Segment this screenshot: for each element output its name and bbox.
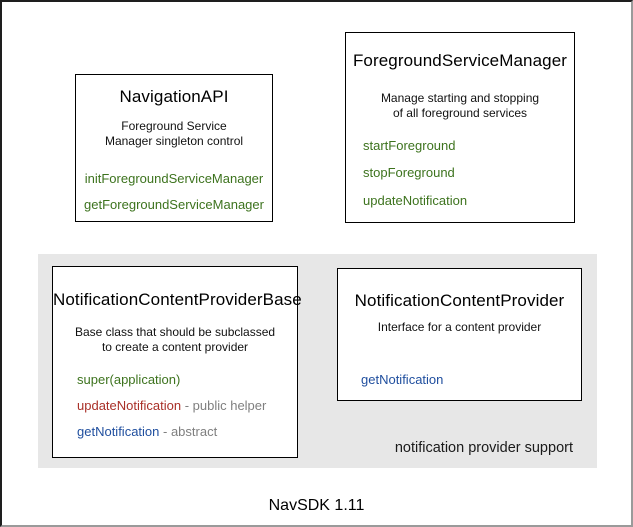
method-annotation: - abstract: [159, 424, 218, 439]
class-box-notification-content-provider-base: NotificationContentProviderBase Base cla…: [52, 266, 302, 458]
class-description-foreground-service-manager: Manage starting and stopping of all fore…: [346, 91, 574, 120]
method-startForeground: startForeground: [363, 138, 456, 153]
method-name: super(application): [77, 372, 181, 387]
group-label: notification provider support: [394, 440, 573, 456]
description-line: to create a content provider: [101, 339, 249, 354]
method-getForegroundServiceManager: getForegroundServiceManager: [84, 197, 264, 212]
method-getNotification: getNotification: [361, 372, 444, 387]
class-box-foreground-service-manager: ForegroundServiceManager Manage starting…: [345, 32, 575, 223]
class-description-notification-content-provider-base: Base class that should be subclassed to …: [53, 325, 297, 354]
method-updateNotification-base: updateNotification - public helper: [77, 398, 266, 413]
method-initForegroundServiceManager: initForegroundServiceManager: [84, 171, 264, 186]
class-description-navigation-api: Foreground Service Manager singleton con…: [76, 119, 272, 148]
method-name: getNotification: [77, 424, 160, 439]
class-description-notification-content-provider: Interface for a content provider: [338, 320, 581, 335]
class-box-navigation-api: NavigationAPI Foreground Service Manager…: [75, 74, 273, 222]
description-line: Base class that should be subclassed: [74, 325, 276, 339]
sdk-version-label: NavSDK 1.11: [268, 497, 365, 514]
class-title-foreground-service-manager: ForegroundServiceManager: [352, 51, 568, 70]
class-box-notification-content-provider: NotificationContentProvider Interface fo…: [337, 268, 582, 401]
class-title-notification-content-provider: NotificationContentProvider: [354, 291, 565, 310]
method-getNotification-base: getNotification - abstract: [77, 424, 217, 439]
class-title-navigation-api: NavigationAPI: [119, 87, 229, 106]
method-stopForeground: stopForeground: [363, 165, 455, 180]
description-line: of all foreground services: [392, 105, 528, 120]
method-name: updateNotification: [77, 398, 182, 413]
method-updateNotification: updateNotification: [363, 193, 468, 208]
description-line: Manage starting and stopping: [380, 91, 540, 105]
description-line: Manager singleton control: [104, 133, 244, 148]
description-line: Interface for a content provider: [377, 320, 542, 334]
class-title-notification-content-provider-base: NotificationContentProviderBase: [53, 290, 302, 309]
method-annotation: - public helper: [181, 398, 267, 413]
description-line: Foreground Service: [121, 119, 227, 133]
method-super-application: super(application): [77, 372, 180, 387]
